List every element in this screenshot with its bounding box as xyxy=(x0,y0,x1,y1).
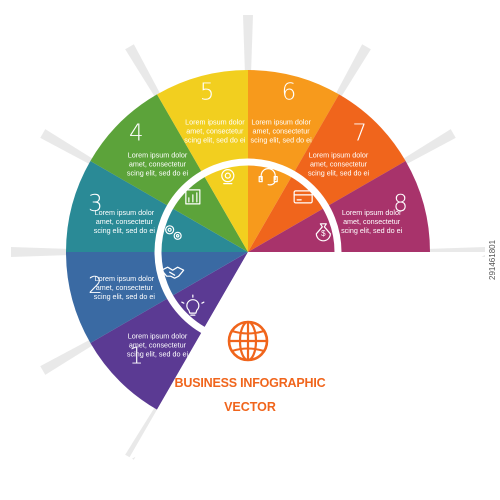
lightbulb-icon xyxy=(181,294,205,316)
money-bag-icon: $ xyxy=(315,223,331,242)
gears-icon xyxy=(165,225,182,240)
stock-id: 291461801 xyxy=(488,239,497,281)
segment-2 xyxy=(66,252,248,343)
segment-text-8: Lorem ipsum dolor xyxy=(342,208,402,217)
segment-text-8: amet, consectetur xyxy=(343,217,401,226)
headset-icon xyxy=(258,168,278,186)
bottom-notch xyxy=(127,252,490,462)
segment-number-4: 4 xyxy=(129,120,144,146)
segment-icons: $ xyxy=(161,168,331,316)
segment-ring xyxy=(66,70,430,410)
segment-text-8: scing elit, sed do ei xyxy=(341,226,403,235)
segment-number-6: 6 xyxy=(282,79,297,105)
segment-text-3: Lorem ipsum dolor xyxy=(95,208,155,217)
segment-text-6: amet, consectetur xyxy=(253,126,311,135)
segment-text-5: scing elit, sed do ei xyxy=(184,135,246,144)
segment-text-4: Lorem ipsum dolor xyxy=(128,150,188,159)
segment-text-2: scing elit, sed do ei xyxy=(94,292,156,301)
segment-number-3: 3 xyxy=(88,191,103,217)
segment-number-1: 1 xyxy=(129,344,144,370)
dollar-sign: $ xyxy=(321,229,326,238)
segment-text-1: amet, consectetur xyxy=(129,341,187,350)
segment-8 xyxy=(248,161,430,252)
segment-text-7: amet, consectetur xyxy=(310,159,368,168)
segment-6 xyxy=(248,70,339,252)
segment-5 xyxy=(157,70,248,252)
segment-text-3: amet, consectetur xyxy=(96,217,154,226)
segment-3 xyxy=(66,161,248,252)
segment-text-1: scing elit, sed do ei xyxy=(127,350,189,359)
segment-text-5: amet, consectetur xyxy=(186,126,244,135)
webcam-icon xyxy=(221,169,235,185)
globe-icon xyxy=(227,320,269,362)
segment-1 xyxy=(90,252,248,410)
credit-card-icon xyxy=(293,190,313,204)
segment-text-1: Lorem ipsum dolor xyxy=(128,332,188,341)
infographic-title: BUSINESS INFOGRAPHIC xyxy=(174,376,326,390)
bar-chart-icon xyxy=(185,189,201,205)
segment-7 xyxy=(248,94,406,252)
infographic-subtitle: VECTOR xyxy=(224,400,276,414)
segment-text-7: Lorem ipsum dolor xyxy=(309,150,369,159)
segment-text-6: Lorem ipsum dolor xyxy=(251,117,311,126)
segment-text-7: scing elit, sed do ei xyxy=(308,168,370,177)
segment-text-2: amet, consectetur xyxy=(96,283,154,292)
handshake-icon xyxy=(161,266,185,279)
segment-text-2: Lorem ipsum dolor xyxy=(95,274,155,283)
segment-number-5: 5 xyxy=(200,79,215,105)
segment-text-4: scing elit, sed do ei xyxy=(127,168,189,177)
segment-4 xyxy=(90,94,248,252)
segment-text-6: scing elit, sed do ei xyxy=(251,135,313,144)
segment-text-5: Lorem ipsum dolor xyxy=(185,117,245,126)
segment-text-3: scing elit, sed do ei xyxy=(94,226,156,235)
segment-number-7: 7 xyxy=(352,120,367,146)
segment-number-2: 2 xyxy=(88,273,103,299)
segment-text-4: amet, consectetur xyxy=(129,159,187,168)
segment-number-8: 8 xyxy=(393,191,408,217)
